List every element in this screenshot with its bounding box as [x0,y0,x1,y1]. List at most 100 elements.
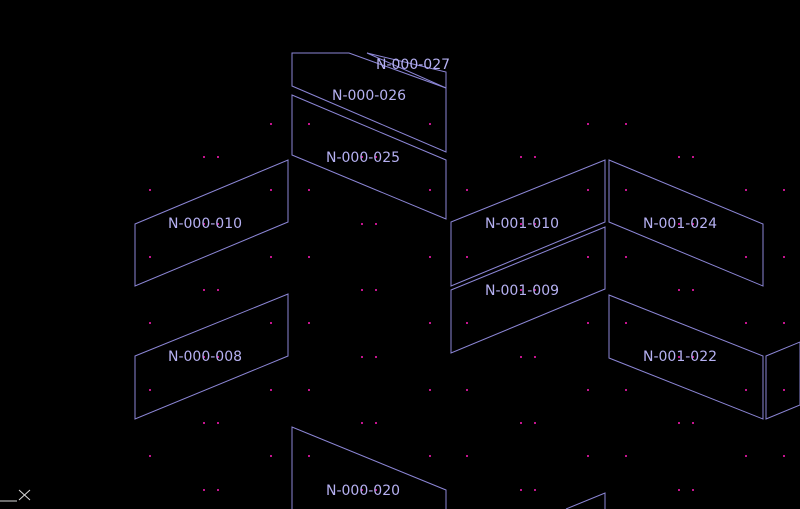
grid-dot [587,389,589,391]
grid-dots [149,123,785,491]
grid-dot [625,455,627,457]
grid-dot [587,322,589,324]
grid-dot [375,356,377,358]
grid-dot [375,223,377,225]
grid-dot [217,156,219,158]
grid-dot [217,289,219,291]
grid-dot [625,322,627,324]
grid-dot [466,389,468,391]
panel-label-n-001-024: N-001-024 [643,216,717,232]
grid-dot [149,322,151,324]
grid-dot [270,389,272,391]
grid-dot [587,189,589,191]
panel-label-n-000-020: N-000-020 [326,483,400,499]
grid-dot [625,389,627,391]
grid-dot [149,256,151,258]
grid-dot [270,256,272,258]
grid-dot [625,256,627,258]
grid-dot [678,289,680,291]
panel-outline-n-000-020[interactable] [291,426,447,509]
grid-dot [203,489,205,491]
panel-label-n-000-008: N-000-008 [168,349,242,365]
grid-dot [308,455,310,457]
grid-dot [534,223,536,225]
grid-dot [308,256,310,258]
grid-dot [308,189,310,191]
panel-outline-n-001-022[interactable] [608,294,764,420]
grid-dot [217,422,219,424]
panel-label-n-000-027: N-000-027 [376,57,450,73]
grid-dot [534,422,536,424]
grid-dot [678,156,680,158]
panel-outline-n-001-010[interactable] [450,159,606,287]
grid-dot [678,356,680,358]
grid-dot [375,156,377,158]
grid-dot [217,356,219,358]
grid-dot [745,455,747,457]
panel-label-n-000-025: N-000-025 [326,150,400,166]
panel-label-n-001-022: N-001-022 [643,349,717,365]
grid-dot [429,256,431,258]
grid-dot [587,256,589,258]
grid-dot [429,389,431,391]
grid-dot [308,389,310,391]
grid-dot [678,223,680,225]
grid-dot [534,289,536,291]
grid-dot [783,189,785,191]
grid-dot [678,489,680,491]
grid-dot [587,123,589,125]
grid-dot [783,455,785,457]
panel-outline-edge-right[interactable] [765,341,800,420]
grid-dot [745,189,747,191]
panel-outline-bottom-partial[interactable] [565,492,606,509]
grid-dot [692,489,694,491]
grid-dot [203,422,205,424]
grid-dot [429,123,431,125]
grid-dot [361,156,363,158]
grid-dot [429,189,431,191]
grid-dot [534,156,536,158]
grid-dot [361,489,363,491]
panel-outline-n-001-024[interactable] [608,159,764,287]
grid-dot [149,389,151,391]
grid-dot [361,356,363,358]
panel-outline-n-001-009[interactable] [450,226,606,354]
grid-dot [203,156,205,158]
grid-dot [217,223,219,225]
grid-dot [678,422,680,424]
grid-dot [534,489,536,491]
grid-dot [520,156,522,158]
grid-dot [149,189,151,191]
grid-dot [429,455,431,457]
grid-dot [520,289,522,291]
grid-dot [520,356,522,358]
grid-dot [149,455,151,457]
grid-dot [625,189,627,191]
grid-dot [270,322,272,324]
grid-dot [692,156,694,158]
x-cross-icon [0,489,31,502]
grid-dot [308,123,310,125]
grid-dot [783,389,785,391]
grid-dot [361,289,363,291]
panel-outline-n-000-027[interactable] [366,52,447,89]
grid-dot [625,123,627,125]
panel-label-n-001-010: N-001-010 [485,216,559,232]
panel-outline-n-000-010[interactable] [134,159,289,287]
grid-dot [692,289,694,291]
panel-outline-n-000-008[interactable] [134,293,289,420]
panel-outline-n-000-026[interactable] [291,52,447,153]
grid-dot [217,489,219,491]
grid-dot [783,256,785,258]
grid-dot [270,455,272,457]
grid-dot [692,356,694,358]
grid-dot [203,356,205,358]
grid-dot [308,322,310,324]
grid-dot [375,289,377,291]
grid-dot [270,189,272,191]
grid-dot [466,256,468,258]
grid-dot [375,422,377,424]
panel-outline-n-000-025[interactable] [291,94,447,220]
